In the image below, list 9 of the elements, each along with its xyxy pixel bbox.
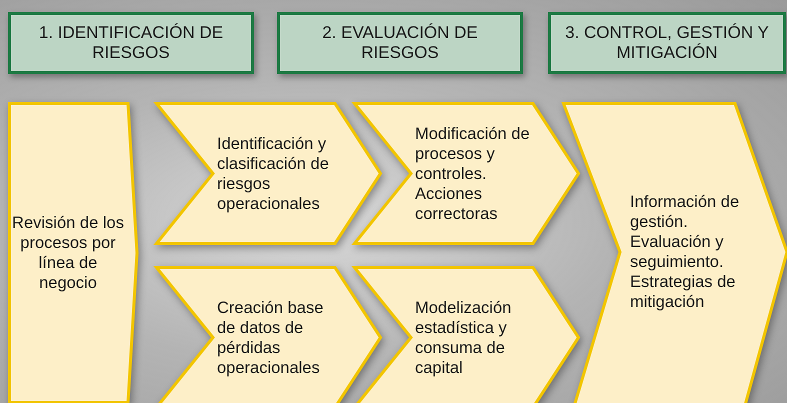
step-text: Revisión de los procesos por línea de negocio bbox=[12, 213, 124, 293]
step-text: Modelización estadística y consuma de capital bbox=[415, 298, 512, 378]
phase-header: 2. EVALUACIÓN DE RIESGOS bbox=[277, 12, 523, 74]
step-text: Identificación y clasificación de riesgos operacionales bbox=[217, 134, 330, 214]
step-text: Creación base de datos de pérdidas operacionales bbox=[217, 298, 324, 378]
phase-header: 1. IDENTIFICACIÓN DE RIESGOS bbox=[8, 12, 254, 74]
step-text: Modificación de procesos y controles. Acciones correctoras bbox=[415, 124, 531, 224]
phase-header: 3. CONTROL, GESTIÓN Y MITIGACIÓN bbox=[548, 12, 786, 74]
step-text: Información de gestión. Evaluación y seguimiento. Estrategias de mitigación bbox=[630, 192, 740, 312]
